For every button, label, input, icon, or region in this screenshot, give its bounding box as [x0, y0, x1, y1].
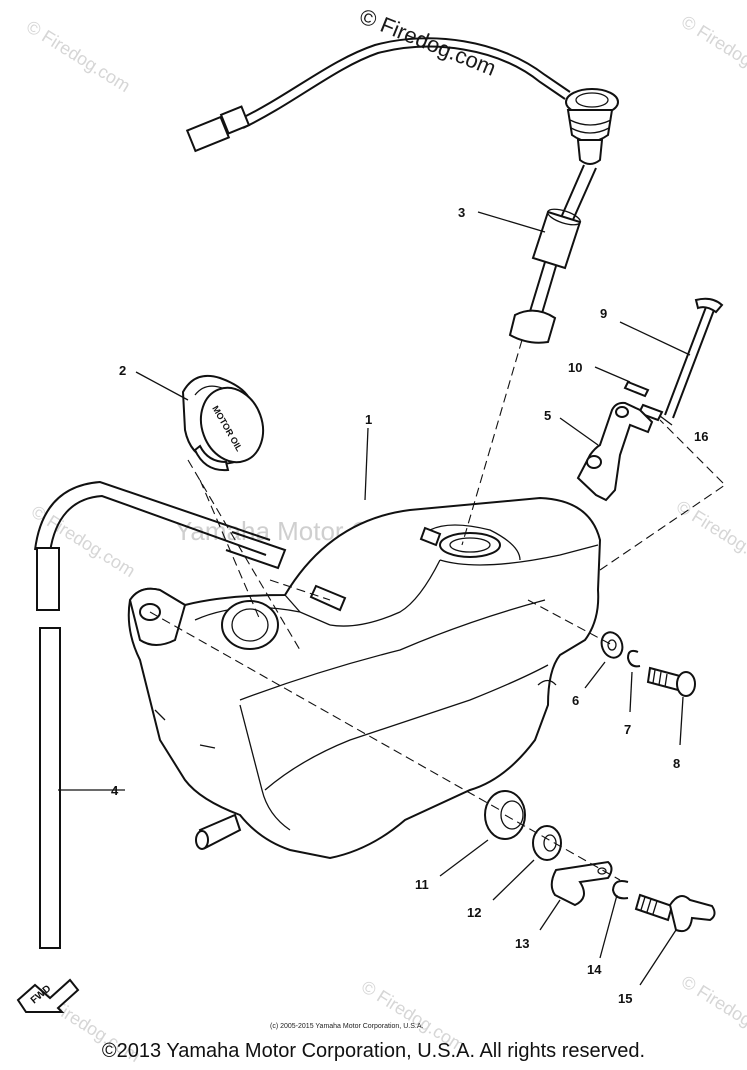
- breather-hose: [34, 480, 287, 949]
- oil-level-sensor: [185, 37, 619, 344]
- leader-lines: [58, 211, 691, 986]
- part-label-1: 1: [365, 412, 372, 427]
- part-label-6: 6: [572, 693, 579, 708]
- forward-arrow-icon: FWD: [16, 978, 80, 1013]
- part-label-12: 12: [467, 905, 481, 920]
- part-label-13: 13: [515, 936, 529, 951]
- part-label-5: 5: [544, 408, 551, 423]
- assembly-lines: [149, 339, 726, 881]
- part-label-9: 9: [600, 306, 607, 321]
- watermark-repeat: © Firedog.com: [678, 11, 747, 91]
- watermark-repeat: © Firedog.com: [23, 16, 134, 96]
- part-label-2: 2: [119, 363, 126, 378]
- mount-hardware-upper: [600, 631, 696, 697]
- part-label-3: 3: [458, 205, 465, 220]
- small-copyright: (c) 2005-2015 Yamaha Motor Corporation, …: [270, 1023, 423, 1030]
- part-label-8: 8: [673, 756, 680, 771]
- part-label-11: 11: [415, 877, 429, 892]
- part-labels: 1 2 3 4 5 6 7 8 9 10 11 12 13 14 15 16: [111, 205, 708, 1006]
- bracket-assembly: [576, 297, 724, 502]
- part-label-15: 15: [618, 991, 632, 1006]
- part-label-10: 10: [568, 360, 582, 375]
- footer-copyright: ©2013 Yamaha Motor Corporation, U.S.A. A…: [101, 1040, 646, 1062]
- mount-hardware-lower: [484, 790, 716, 933]
- part-label-4: 4: [111, 783, 119, 798]
- watermark-main: © Firedog.com: [356, 3, 499, 80]
- part-label-16: 16: [694, 429, 708, 444]
- part-label-14: 14: [587, 962, 602, 977]
- watermark-repeat: © Firedog.com: [673, 496, 747, 576]
- part-label-7: 7: [624, 722, 631, 737]
- oil-filler-cap: MOTOR OIL: [181, 374, 265, 472]
- oil-tank: [127, 496, 602, 860]
